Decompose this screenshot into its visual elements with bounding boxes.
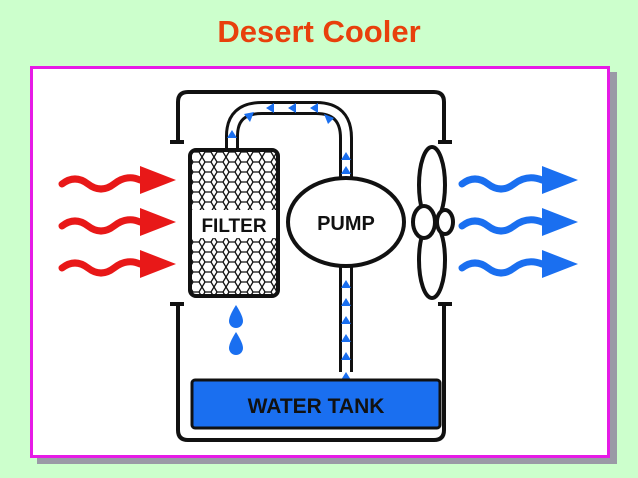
fan-icon [411,145,455,300]
hot-air-arrowhead-icon [140,166,176,194]
hot-air-arrow-icon [58,216,144,235]
water-drop-icon [229,305,243,328]
flow-arrow-icon [288,103,296,113]
cooler-housing [170,90,452,442]
water-drop-icon [229,332,243,355]
water-flow-arrows [227,103,351,380]
water-tank-label: WATER TANK [248,395,385,418]
hot-air-arrowhead-icon [140,208,176,236]
incoming-hot-air [58,174,144,277]
flow-arrow-icon [341,280,351,288]
housing-top-wall [176,90,446,142]
cool-air-arrowhead-icon [542,166,578,194]
cool-air-arrow-icon [458,174,546,193]
hot-air-arrow-icon [58,174,144,193]
flow-arrow-icon [341,166,351,174]
flow-arrow-icon [310,103,318,113]
cool-air-arrowhead-icon [542,208,578,236]
flow-arrow-icon [341,316,351,324]
flow-arrow-icon [227,130,237,138]
cool-air-arrow-icon [458,216,546,235]
flow-arrow-icon [266,103,274,113]
filter-label: FILTER [201,216,266,237]
filter-pad: FILTER [188,148,280,298]
cool-air-arrow-icon [458,258,546,277]
pump-label: PUMP [317,213,375,235]
hot-air-arrowhead-icon [140,250,176,278]
page-title: Desert Cooler [217,14,421,49]
water-tank: WATER TANK [190,378,442,430]
hot-air-arrow-icon [58,258,144,277]
flow-arrow-icon [244,112,254,122]
flow-arrow-icon [341,152,351,160]
water-drops [229,305,243,355]
flow-arrow-icon [341,298,351,306]
outgoing-cool-air [458,174,546,277]
flow-arrow-icon [341,372,351,380]
pump: PUMP [286,176,406,268]
flow-arrow-icon [341,334,351,342]
flow-arrow-icon [324,114,334,124]
cool-air-arrowhead-icon [542,250,578,278]
housing-bottom-wall [176,304,446,442]
flow-arrow-icon [341,352,351,360]
